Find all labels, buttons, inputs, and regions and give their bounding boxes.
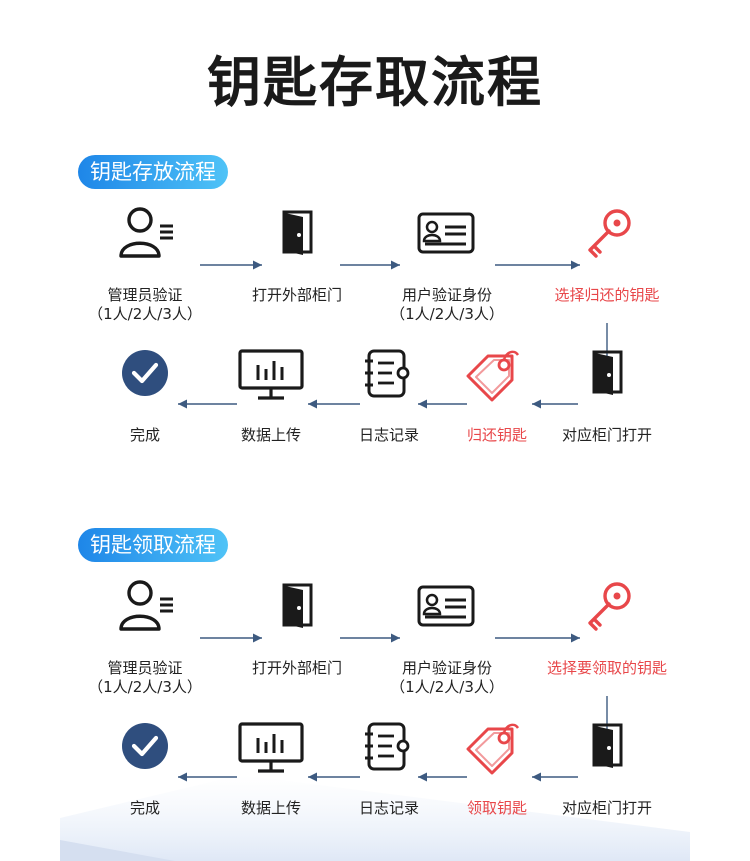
step-sublabel: （1人/2人/3人） — [88, 678, 202, 696]
step-label: 打开外部柜门 — [251, 286, 342, 304]
key-icon — [572, 203, 642, 263]
flow-arrow — [200, 633, 262, 643]
process-step: 对应柜门打开 — [537, 799, 677, 818]
check-circle-icon — [110, 716, 180, 776]
flow-arrow — [178, 772, 237, 782]
step-label: 用户验证身份 — [401, 286, 492, 304]
step-sublabel: （1人/2人/3人） — [88, 305, 202, 323]
step-label: 管理员验证 — [107, 286, 183, 304]
process-step: 选择要领取的钥匙 — [537, 659, 677, 678]
process-step: 用户验证身份（1人/2人/3人） — [377, 286, 517, 324]
retrieval-process-section: 钥匙领取流程 管理员验证（1人/2人/3人） 打开外部柜门 用户验证身份（1人/… — [0, 528, 750, 858]
process-step: 选择归还的钥匙 — [537, 286, 677, 305]
flow-arrow — [308, 772, 360, 782]
process-step: 管理员验证（1人/2人/3人） — [75, 286, 215, 324]
id-card-icon — [412, 576, 482, 636]
flow-arrow — [340, 633, 400, 643]
flow-arrow — [178, 399, 237, 409]
step-label: 打开外部柜门 — [251, 659, 342, 677]
flow-arrow — [418, 399, 467, 409]
process-step: 打开外部柜门 — [227, 286, 367, 305]
key-tag-icon — [462, 343, 532, 403]
process-step: 对应柜门打开 — [537, 426, 677, 445]
step-label: 日志记录 — [358, 799, 419, 817]
step-sublabel: （1人/2人/3人） — [390, 678, 504, 696]
admin-user-icon — [110, 203, 180, 263]
section-heading: 钥匙领取流程 — [78, 528, 228, 562]
key-icon — [572, 576, 642, 636]
flow-arrow — [495, 633, 580, 643]
notebook-icon — [354, 716, 424, 776]
flow-arrow — [532, 399, 578, 409]
key-tag-icon — [462, 716, 532, 776]
flow-arrow — [532, 772, 578, 782]
flow-arrow — [200, 260, 262, 270]
process-step: 打开外部柜门 — [227, 659, 367, 678]
step-label: 数据上传 — [240, 799, 301, 817]
door-icon — [572, 343, 642, 403]
monitor-chart-icon — [236, 343, 306, 403]
storage-process-section: 钥匙存放流程 管理员验证（1人/2人/3人） 打开外部柜门 用户验证身份（1人/… — [0, 155, 750, 485]
flow-arrow — [495, 260, 580, 270]
door-icon — [572, 716, 642, 776]
notebook-icon — [354, 343, 424, 403]
monitor-chart-icon — [236, 716, 306, 776]
step-label: 数据上传 — [240, 426, 301, 444]
step-label: 选择归还的钥匙 — [554, 286, 660, 304]
flow-arrows — [178, 633, 612, 782]
process-step: 完成 — [75, 426, 215, 445]
flow-arrow — [308, 399, 360, 409]
flow-arrow — [340, 260, 400, 270]
step-label: 用户验证身份 — [401, 659, 492, 677]
section-heading: 钥匙存放流程 — [78, 155, 228, 189]
step-label: 对应柜门打开 — [561, 799, 652, 817]
process-step: 日志记录 — [319, 799, 459, 818]
step-label: 日志记录 — [358, 426, 419, 444]
process-step: 归还钥匙 — [427, 426, 567, 445]
process-step: 数据上传 — [201, 799, 341, 818]
flow-arrows — [178, 260, 612, 409]
page-title: 钥匙存取流程 — [207, 51, 543, 114]
step-label: 对应柜门打开 — [561, 426, 652, 444]
admin-user-icon — [110, 576, 180, 636]
step-label: 选择要领取的钥匙 — [546, 659, 667, 677]
step-label: 归还钥匙 — [466, 426, 527, 444]
process-step: 日志记录 — [319, 426, 459, 445]
process-step: 用户验证身份（1人/2人/3人） — [377, 659, 517, 697]
id-card-icon — [412, 203, 482, 263]
step-label: 完成 — [129, 426, 160, 444]
flow-arrow — [418, 772, 467, 782]
check-circle-icon — [110, 343, 180, 403]
process-step: 领取钥匙 — [427, 799, 567, 818]
step-label: 领取钥匙 — [466, 799, 527, 817]
step-sublabel: （1人/2人/3人） — [390, 305, 504, 323]
process-step: 数据上传 — [201, 426, 341, 445]
step-label: 管理员验证 — [107, 659, 183, 677]
door-icon — [262, 203, 332, 263]
process-step: 完成 — [75, 799, 215, 818]
process-step: 管理员验证（1人/2人/3人） — [75, 659, 215, 697]
step-label: 完成 — [129, 799, 160, 817]
door-icon — [262, 576, 332, 636]
